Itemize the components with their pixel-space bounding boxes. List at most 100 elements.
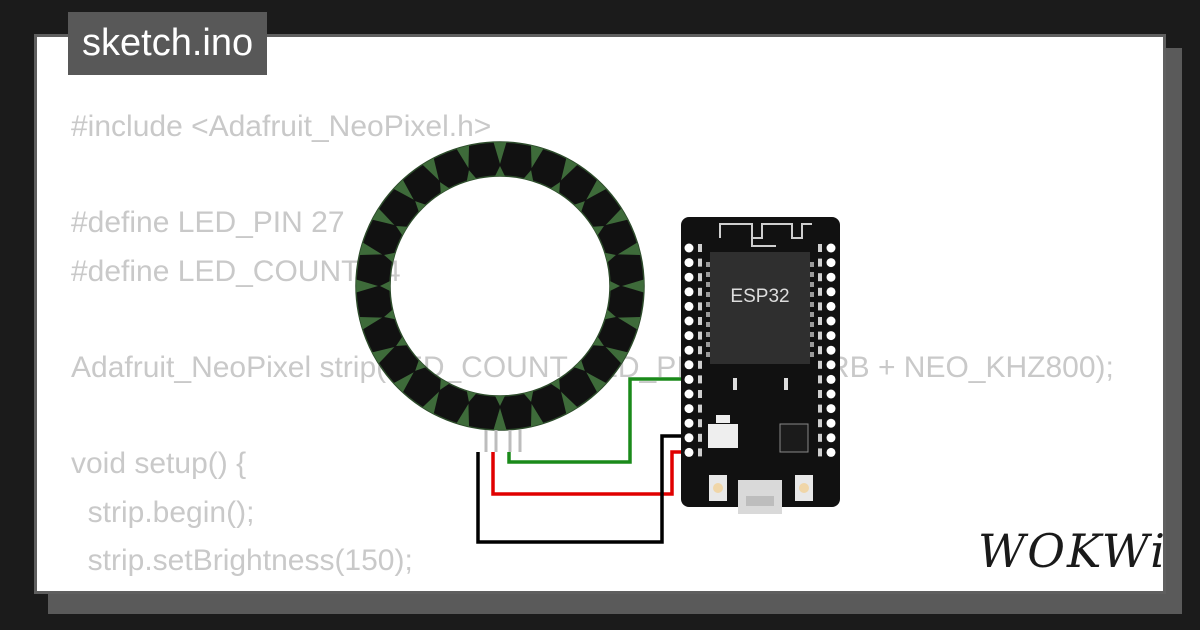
- header-pin[interactable]: [684, 331, 694, 341]
- ring-divider: [550, 182, 560, 194]
- pin-label-mark: [698, 433, 702, 442]
- wire-ground[interactable]: [476, 434, 688, 544]
- smd-resistor: [733, 378, 737, 390]
- header-pin[interactable]: [826, 433, 836, 443]
- header-pin[interactable]: [826, 345, 836, 355]
- ring-divider: [359, 316, 383, 330]
- ring-divider: [384, 309, 396, 320]
- ring-divider: [456, 403, 470, 427]
- header-pin[interactable]: [826, 272, 836, 282]
- pin-label-mark: [698, 419, 702, 428]
- wire-data[interactable]: [507, 377, 688, 464]
- pin-label-mark: [818, 390, 822, 398]
- antenna-trace: [719, 223, 812, 247]
- pin-label-mark: [698, 404, 702, 413]
- header-pin[interactable]: [684, 345, 694, 355]
- pin-label-mark: [818, 404, 822, 413]
- header-pin[interactable]: [684, 301, 694, 311]
- ring-divider: [586, 372, 607, 393]
- esp32-module: [710, 252, 810, 364]
- ring-divider: [372, 208, 395, 225]
- module-pad: [706, 332, 710, 337]
- ring-divider: [359, 242, 383, 256]
- header-pin[interactable]: [684, 316, 694, 326]
- module-pad: [810, 342, 814, 347]
- header-pin[interactable]: [684, 272, 694, 282]
- enable-button[interactable]: [795, 475, 813, 501]
- ring-divider: [530, 145, 544, 169]
- chip-label: ESP32: [730, 286, 789, 307]
- header-pin[interactable]: [826, 301, 836, 311]
- header-pin[interactable]: [684, 418, 694, 428]
- module-pad: [810, 292, 814, 297]
- ring-divider: [396, 226, 408, 236]
- header-pin[interactable]: [826, 360, 836, 370]
- header-pin[interactable]: [826, 418, 836, 428]
- header-pin[interactable]: [826, 447, 836, 457]
- ring-divider: [523, 390, 534, 402]
- header-pin[interactable]: [684, 360, 694, 370]
- ring-divider: [574, 360, 585, 371]
- code-line: #include <Adafruit_NeoPixel.h>: [71, 110, 492, 143]
- ring-divider: [523, 170, 534, 182]
- pin-label-mark: [818, 331, 822, 340]
- pin-label-mark: [818, 287, 822, 296]
- header-pin[interactable]: [684, 447, 694, 457]
- ring-divider: [440, 378, 450, 390]
- header-pin[interactable]: [826, 316, 836, 326]
- code-line: void setup() {: [71, 447, 247, 481]
- left-header-pins: [684, 243, 702, 457]
- pin-label-mark: [818, 375, 822, 384]
- module-pad: [706, 292, 710, 297]
- header-pin[interactable]: [826, 374, 836, 384]
- neopixel-ring[interactable]: [355, 141, 645, 431]
- ring-divider: [393, 179, 414, 200]
- ring-divider: [493, 142, 507, 164]
- pin-label-mark: [818, 273, 822, 282]
- module-pad: [706, 322, 710, 327]
- ring-divider: [372, 347, 395, 364]
- header-pin[interactable]: [826, 389, 836, 399]
- ring-divider: [493, 408, 507, 430]
- header-pin[interactable]: [826, 287, 836, 297]
- ring-divider: [422, 158, 439, 181]
- header-pin[interactable]: [684, 389, 694, 399]
- pin-label-mark: [698, 244, 702, 252]
- ring-divider: [415, 360, 426, 371]
- code-line: #define LED_PIN 27: [71, 206, 345, 240]
- header-pin[interactable]: [684, 433, 694, 443]
- header-pin[interactable]: [684, 287, 694, 297]
- ring-divider: [422, 391, 439, 414]
- wokwi-logo: WOKWi: [978, 524, 1167, 578]
- usb-uart-chip: [779, 423, 809, 453]
- pin-label-mark: [818, 244, 822, 252]
- pin-label-mark: [698, 258, 702, 267]
- pin-label-mark: [818, 346, 822, 355]
- header-pin[interactable]: [826, 404, 836, 414]
- boot-button[interactable]: [709, 475, 727, 501]
- pin-label-mark: [818, 302, 822, 311]
- pin-label-mark: [818, 433, 822, 442]
- ring-divider: [605, 208, 628, 225]
- header-pin[interactable]: [826, 331, 836, 341]
- ring-divider: [561, 391, 578, 414]
- header-pin[interactable]: [684, 374, 694, 384]
- esp32-board[interactable]: ESP32: [681, 217, 840, 514]
- module-pad: [810, 272, 814, 277]
- pin-label-mark: [698, 273, 702, 282]
- header-pin[interactable]: [684, 258, 694, 268]
- ring-divider: [586, 179, 607, 200]
- module-pad: [810, 332, 814, 337]
- header-pin[interactable]: [826, 243, 836, 253]
- file-tab-sketch-ino[interactable]: sketch.ino: [68, 12, 268, 75]
- module-pad: [706, 352, 710, 357]
- ring-divider: [617, 316, 641, 330]
- voltage-regulator: [708, 424, 738, 448]
- header-pin[interactable]: [684, 243, 694, 253]
- wire-power[interactable]: [491, 450, 688, 496]
- header-pin[interactable]: [684, 404, 694, 414]
- ring-divider: [356, 279, 378, 293]
- header-pin[interactable]: [826, 258, 836, 268]
- module-pad: [706, 342, 710, 347]
